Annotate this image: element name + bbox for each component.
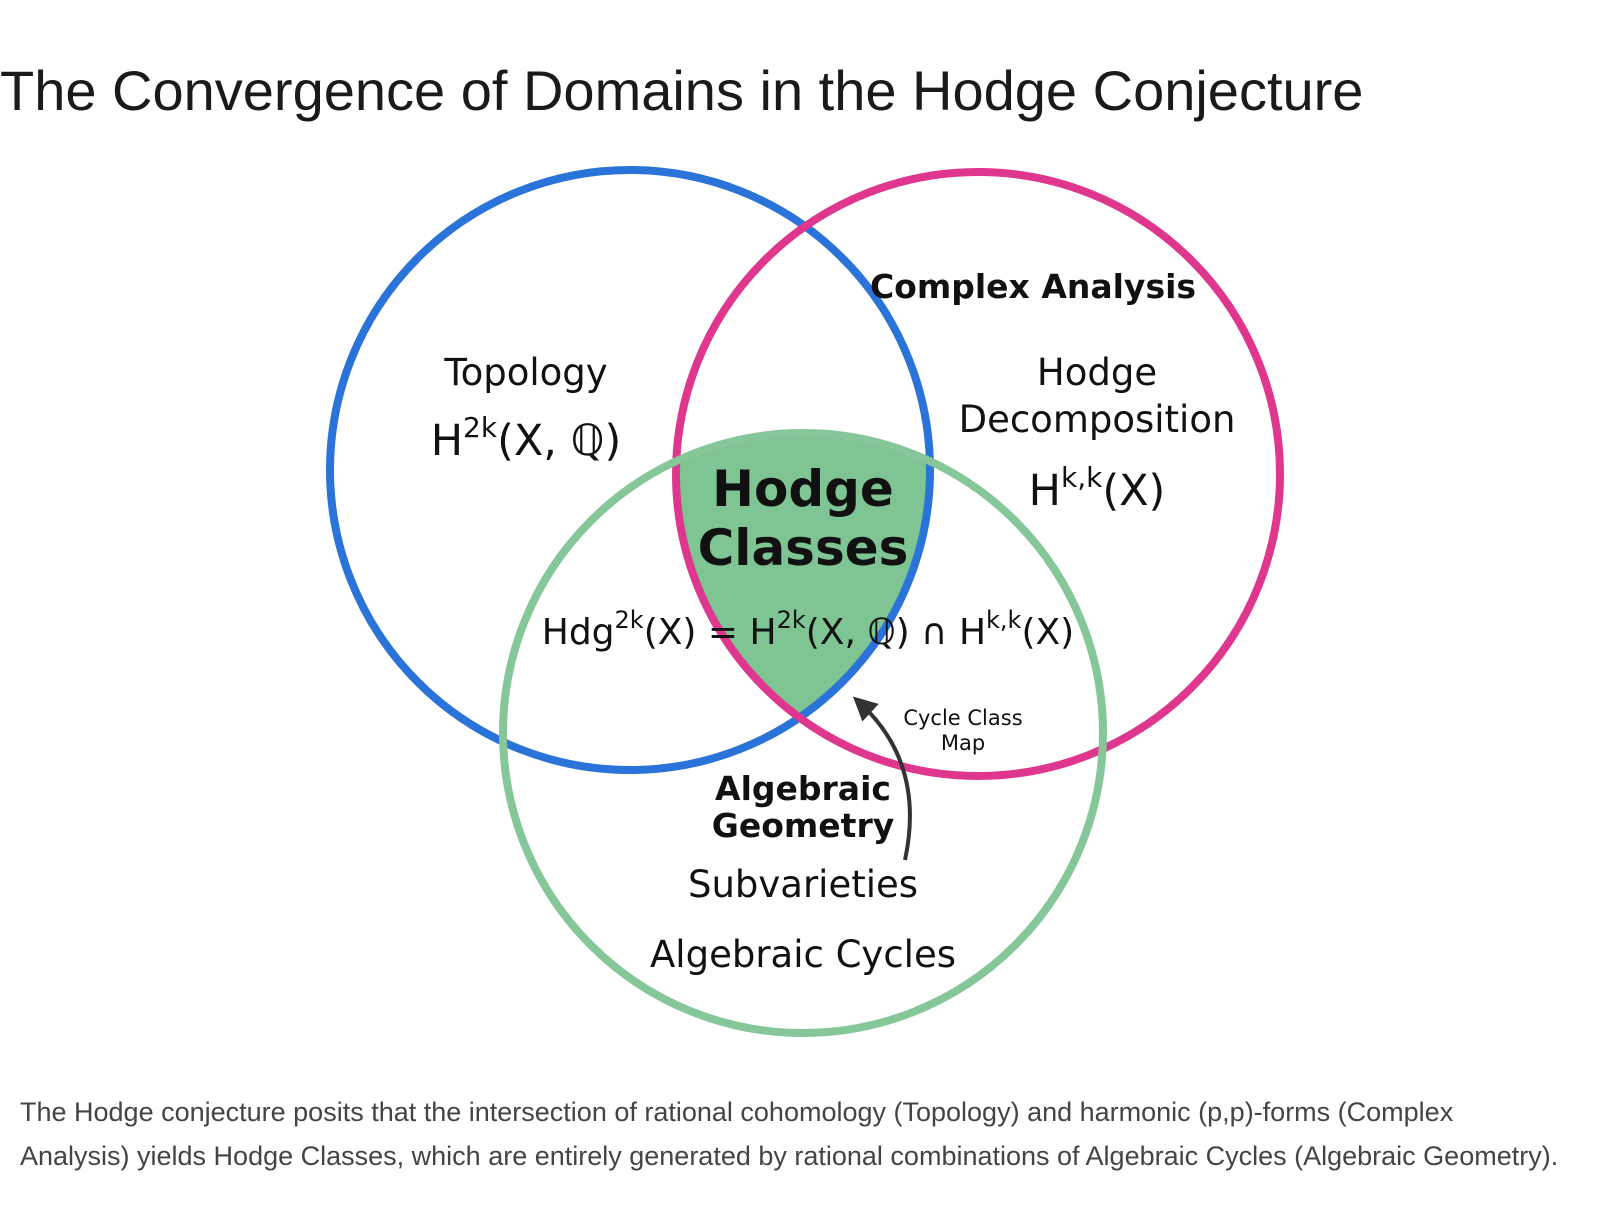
algebraic-cycles-label: Algebraic Cycles — [650, 933, 956, 976]
page-title: The Convergence of Domains in the Hodge … — [0, 59, 1364, 122]
algebraic-geometry-line1: Algebraic — [715, 769, 891, 808]
topology-formula-rest: (X, ℚ) — [497, 416, 621, 466]
complex-formula-base: H — [1029, 466, 1061, 516]
topology-formula-base: H — [431, 416, 463, 466]
complex-analysis-label: Complex Analysis — [870, 267, 1196, 306]
complex-formula-sup: k,k — [1061, 461, 1103, 494]
topology-formula-sup: 2k — [463, 411, 498, 444]
complex-analysis-formula: Hk,k(X) — [1029, 461, 1166, 516]
eq-c-sup: k,k — [986, 606, 1022, 634]
hodge-equation: Hdg2k(X) = H2k(X, ℚ) ∩ Hk,k(X) — [542, 606, 1074, 653]
topology-label: Topology — [443, 351, 607, 394]
eq-c: (X, ℚ) ∩ H — [806, 612, 986, 653]
eq-a-sup: 2k — [615, 606, 644, 634]
complex-analysis-circle — [672, 168, 1284, 780]
algebraic-geometry-circle — [499, 429, 1107, 1037]
cycle-class-label-line1: Cycle Class — [903, 706, 1022, 730]
topology-circle — [326, 166, 934, 774]
cycle-class-label-line2: Map — [941, 731, 985, 755]
hodge-decomposition-line2: Decomposition — [959, 398, 1236, 441]
figure-caption: The Hodge conjecture posits that the int… — [20, 1097, 1559, 1171]
eq-b: (X) = H — [644, 612, 777, 653]
complex-formula-rest: (X) — [1102, 466, 1165, 516]
eq-d: (X) — [1021, 612, 1074, 653]
eq-b-sup: 2k — [777, 606, 806, 634]
hodge-classes-line1: Hodge — [712, 460, 894, 518]
topology-formula: H2k(X, ℚ) — [431, 411, 622, 466]
cycle-class-arrow — [852, 696, 912, 861]
hodge-classes-line2: Classes — [698, 519, 909, 577]
subvarieties-label: Subvarieties — [688, 863, 918, 906]
hodge-decomposition-line1: Hodge — [1037, 351, 1157, 394]
algebraic-geometry-line2: Geometry — [712, 806, 894, 845]
eq-a: Hdg — [542, 612, 615, 653]
